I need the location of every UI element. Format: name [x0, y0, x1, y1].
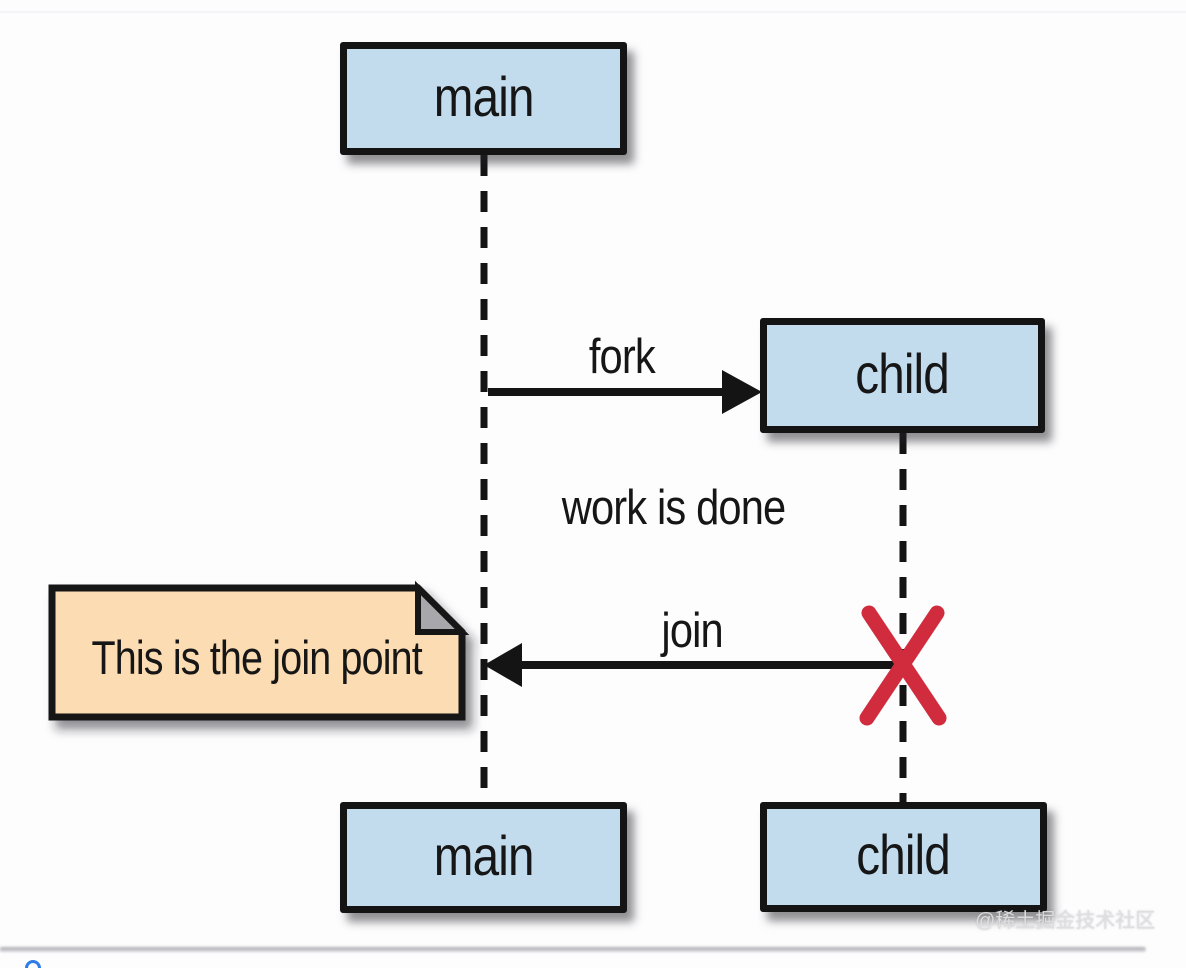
- participant-label-child-bottom: child: [856, 823, 951, 886]
- note-fold-corner-icon: [415, 580, 470, 635]
- participant-box-child-bottom: child: [760, 802, 1047, 912]
- participant-box-main-bottom: main: [340, 802, 627, 913]
- message-label-work-is-done: work is done: [562, 481, 786, 535]
- top-divider-line: [0, 11, 1186, 14]
- participant-label-child-top: child: [855, 341, 950, 405]
- participant-box-child-top: child: [760, 318, 1045, 433]
- participant-label-main-top: main: [433, 64, 535, 128]
- fork-arrowhead-icon: [722, 370, 762, 414]
- clipped-blue-circle-icon: [25, 960, 41, 968]
- join-arrowhead-icon: [484, 643, 522, 687]
- note-shape: [48, 580, 470, 721]
- participant-label-main-bottom: main: [433, 823, 535, 887]
- bottom-divider-line: [0, 947, 1146, 952]
- message-label-fork: fork: [588, 330, 656, 384]
- message-label-join: join: [661, 604, 723, 658]
- note-body: [48, 584, 466, 721]
- thread-end-cross-icon: [859, 605, 947, 726]
- watermark-text: @稀土掘金技术社区: [975, 910, 1156, 932]
- participant-box-main-top: main: [340, 42, 627, 155]
- note-text: This is the join point: [91, 631, 423, 684]
